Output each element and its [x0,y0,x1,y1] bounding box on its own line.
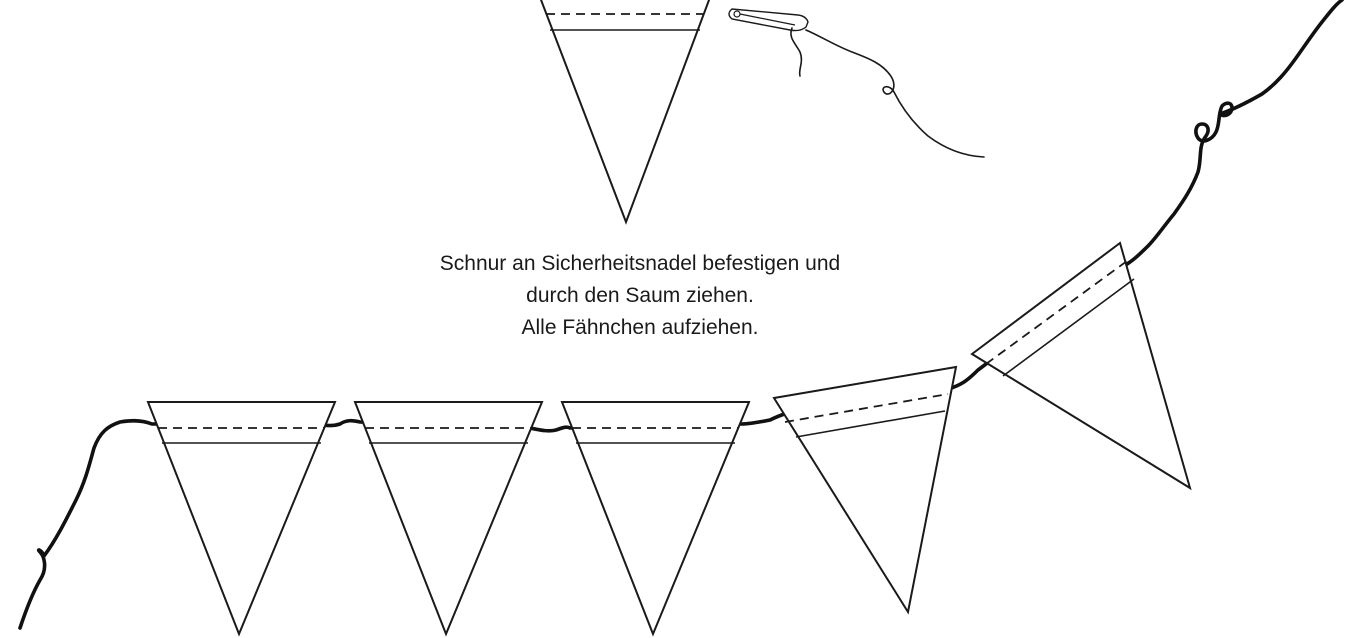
instruction-text: Schnur an Sicherheitsnadel befestigen un… [340,248,940,344]
loose-thread [805,29,985,158]
top-pennant [539,0,711,225]
instruction-line-1: Schnur an Sicherheitsnadel befestigen un… [439,252,841,275]
pennant-3 [560,401,751,637]
pennant-5 [970,241,1192,491]
pennant-4 [772,365,958,615]
pennant-1 [146,401,337,637]
safety-pin-icon [728,8,809,77]
bunting-cord [18,0,1344,630]
instruction-line-2: durch den Saum ziehen. [526,284,754,307]
instruction-line-3: Alle Fähnchen aufziehen. [521,316,759,339]
pennant-2 [353,401,544,637]
